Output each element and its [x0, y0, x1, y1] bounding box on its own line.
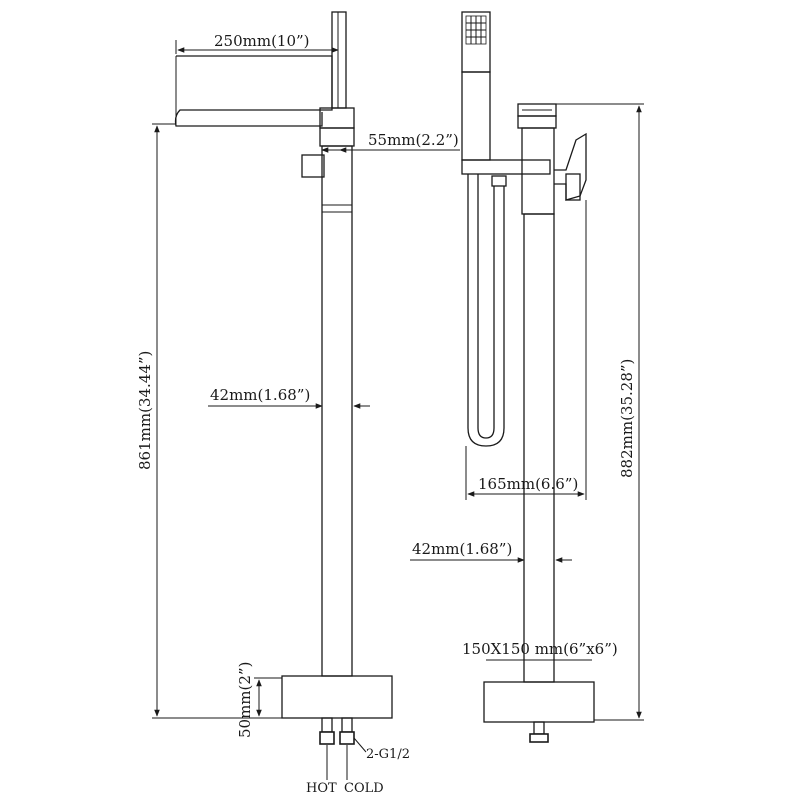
left-side-view: 250mm(10”) 55mm(2.2”) 861mm(34.44”) 42mm…	[136, 11, 460, 796]
hot-inlet	[321, 717, 333, 733]
dim-base-size: 150X150 mm(6”x6”)	[462, 640, 618, 658]
holder-bar	[461, 159, 551, 175]
dim-right-height: 882mm(35.28”)	[618, 359, 636, 478]
left-base	[281, 675, 393, 719]
dim-right-pipe: 42mm(1.68”)	[412, 540, 512, 558]
thread-label: 2-G1/2	[366, 747, 410, 762]
hose-connector	[491, 175, 507, 187]
left-column-head	[319, 107, 355, 129]
dim-base-height: 50mm(2”)	[236, 662, 254, 738]
shower-hose	[467, 174, 505, 447]
dim-left-pipe: 42mm(1.68”)	[210, 386, 310, 404]
left-main-pipe	[321, 145, 353, 677]
right-lever-handle	[554, 132, 587, 201]
cold-inlet	[341, 717, 353, 733]
dim-handshower-reach: 165mm(6.6”)	[478, 475, 578, 493]
dim-spout-depth: 55mm(2.2”)	[368, 131, 459, 149]
hot-label: HOT	[306, 781, 337, 796]
right-inlet	[533, 721, 545, 735]
left-lever-handle	[301, 154, 325, 178]
right-main-pipe	[523, 213, 555, 683]
right-column-head	[521, 127, 555, 215]
dim-left-height: 861mm(34.44”)	[136, 351, 154, 470]
dim-spout-length: 250mm(10”)	[214, 32, 310, 50]
spout-body	[174, 55, 333, 127]
cold-label: COLD	[344, 781, 384, 796]
left-handshower-rod	[331, 11, 347, 109]
right-base	[483, 681, 595, 723]
right-front-view: 165mm(6.6”) 42mm(1.68”) 150X150 mm(6”x6”…	[410, 11, 644, 743]
hand-shower-handle	[461, 71, 491, 161]
hand-shower-nozzles	[465, 15, 487, 45]
